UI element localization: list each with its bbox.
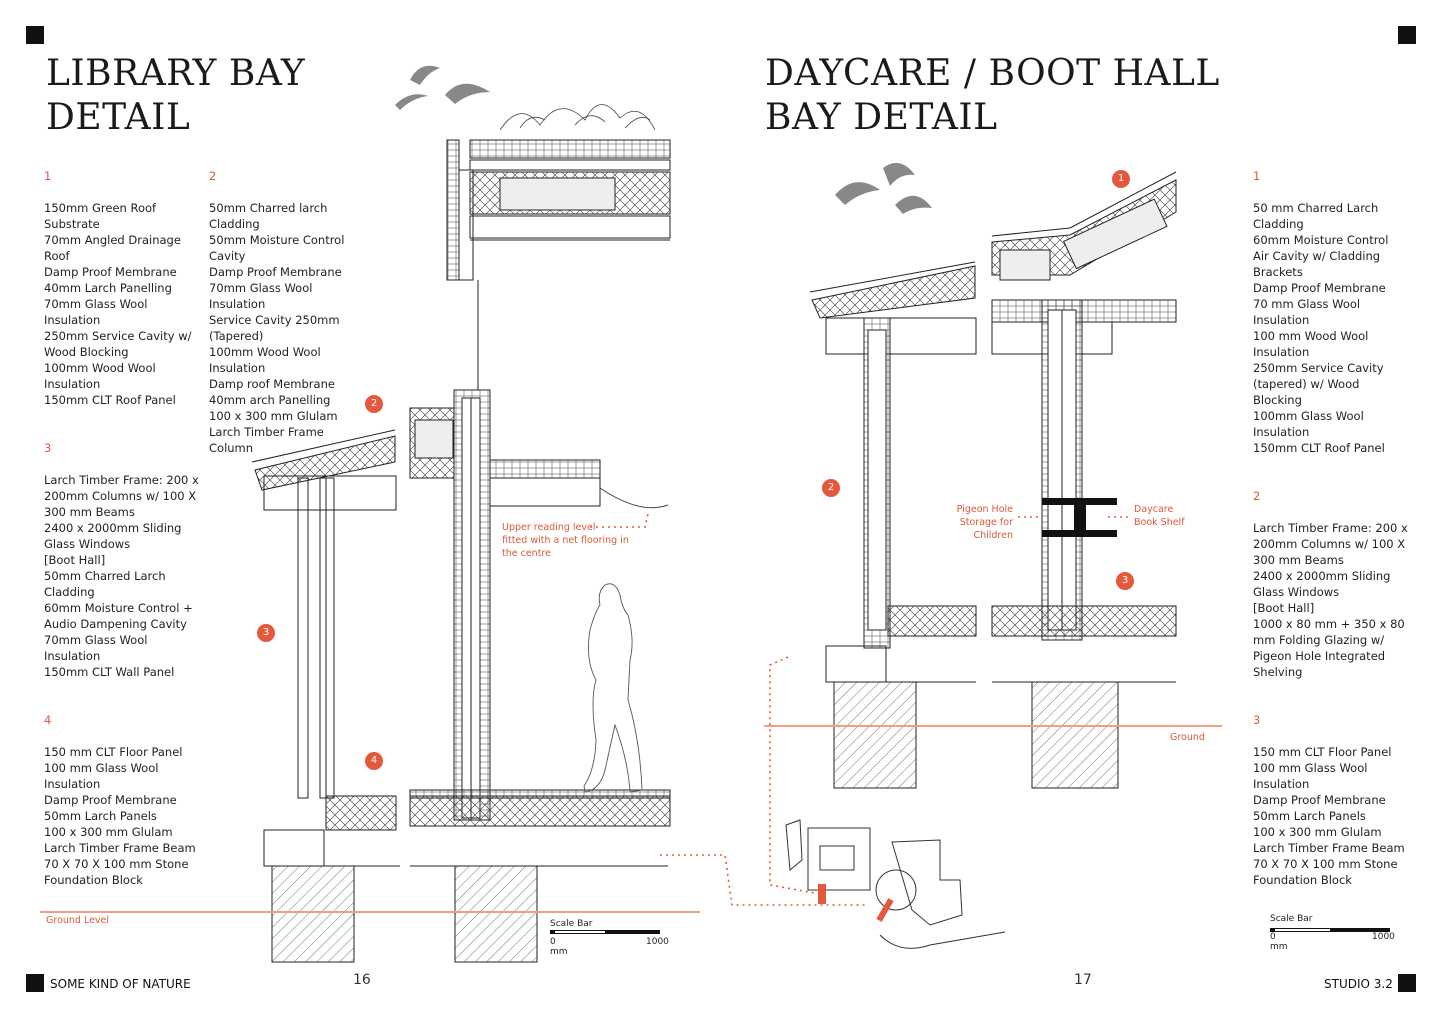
note-block: 1 50 mm Charred Larch Cladding 60mm Mois… [1253, 152, 1418, 456]
ground-label-right: Ground [1170, 732, 1205, 743]
corner-mark-bottom-right [1398, 974, 1416, 992]
note-block: 2 50mm Charred larch Cladding 50mm Moist… [209, 152, 359, 456]
callout-badge-2: 2 [365, 395, 383, 413]
scale-bar-label: Scale Bar [1270, 914, 1313, 924]
page-number-right: 17 [1074, 972, 1092, 988]
note-number: 1 [1253, 169, 1261, 183]
scale-bar-unit: mm [1270, 942, 1288, 952]
reading-level-annotation: Upper reading level fitted with a net fl… [502, 522, 629, 559]
corner-mark-top-right [1398, 26, 1416, 44]
left-page-title: LIBRARY BAY DETAIL [46, 53, 306, 138]
daycare-shelf-annotation: Daycare Book Shelf [1134, 504, 1185, 528]
daycare-bay-drawing [660, 162, 1390, 949]
footer-left: SOME KIND OF NATURE [50, 977, 191, 991]
note-block: 2 Larch Timber Frame: 200 x 200mm Column… [1253, 472, 1418, 680]
green-roof-plants [499, 104, 656, 131]
birds-left [395, 65, 490, 110]
page-number-left: 16 [353, 972, 371, 988]
ground-level-label: Ground Level [46, 915, 110, 926]
note-number: 2 [209, 169, 217, 183]
scale-bar-left: Scale Bar 0 1000 mm [550, 919, 670, 961]
footer-right: STUDIO 3.2 [1324, 977, 1393, 991]
callout-badge-2: 2 [822, 479, 840, 497]
corner-mark-top-left [26, 26, 44, 44]
note-number: 1 [44, 169, 52, 183]
left-notes-column-a: 1 150mm Green Roof Substrate 70mm Angled… [44, 152, 204, 904]
note-block: 3 Larch Timber Frame: 200 x 200mm Column… [44, 424, 204, 680]
callout-badge-4: 4 [365, 752, 383, 770]
note-text: Larch Timber Frame: 200 x 200mm Columns … [44, 473, 199, 679]
site-plan [785, 819, 1006, 949]
note-block: 3 150 mm CLT Floor Panel 100 mm Glass Wo… [1253, 696, 1418, 888]
right-page-title: DAYCARE / BOOT HALL BAY DETAIL [765, 53, 1220, 138]
note-text: 50mm Charred larch Cladding 50mm Moistur… [209, 201, 345, 455]
note-text: 150 mm CLT Floor Panel 100 mm Glass Wool… [44, 745, 196, 887]
scale-bar-right: Scale Bar 0 1000 mm [1270, 914, 1400, 956]
pigeon-hole-annotation: Pigeon Hole Storage for Children [956, 504, 1013, 541]
birds-right [835, 162, 932, 214]
note-number: 4 [44, 713, 52, 727]
note-number: 3 [1253, 713, 1261, 727]
scale-bar-label: Scale Bar [550, 919, 593, 929]
scale-bar-max: 1000 [646, 937, 669, 947]
callout-badge-3: 3 [257, 624, 275, 642]
note-text: 150 mm CLT Floor Panel 100 mm Glass Wool… [1253, 745, 1405, 887]
corner-mark-bottom-left [26, 974, 44, 992]
note-text: 50 mm Charred Larch Cladding 60mm Moistu… [1253, 201, 1389, 455]
callout-badge-1: 1 [1112, 170, 1130, 188]
scale-bar-max: 1000 [1372, 932, 1395, 942]
note-text: Larch Timber Frame: 200 x 200mm Columns … [1253, 521, 1408, 679]
scale-bar-min: 0 [550, 937, 556, 947]
note-block: 4 150 mm CLT Floor Panel 100 mm Glass Wo… [44, 696, 204, 888]
callout-badge-3: 3 [1116, 572, 1134, 590]
left-notes-column-b: 2 50mm Charred larch Cladding 50mm Moist… [209, 152, 359, 472]
note-number: 2 [1253, 489, 1261, 503]
note-block: 1 150mm Green Roof Substrate 70mm Angled… [44, 152, 204, 408]
note-text: 150mm Green Roof Substrate 70mm Angled D… [44, 201, 192, 407]
scale-bar-min: 0 [1270, 932, 1276, 942]
note-number: 3 [44, 441, 52, 455]
right-notes-column: 1 50 mm Charred Larch Cladding 60mm Mois… [1253, 152, 1418, 904]
library-bay-drawing [40, 65, 700, 963]
scale-bar-unit: mm [550, 947, 568, 957]
